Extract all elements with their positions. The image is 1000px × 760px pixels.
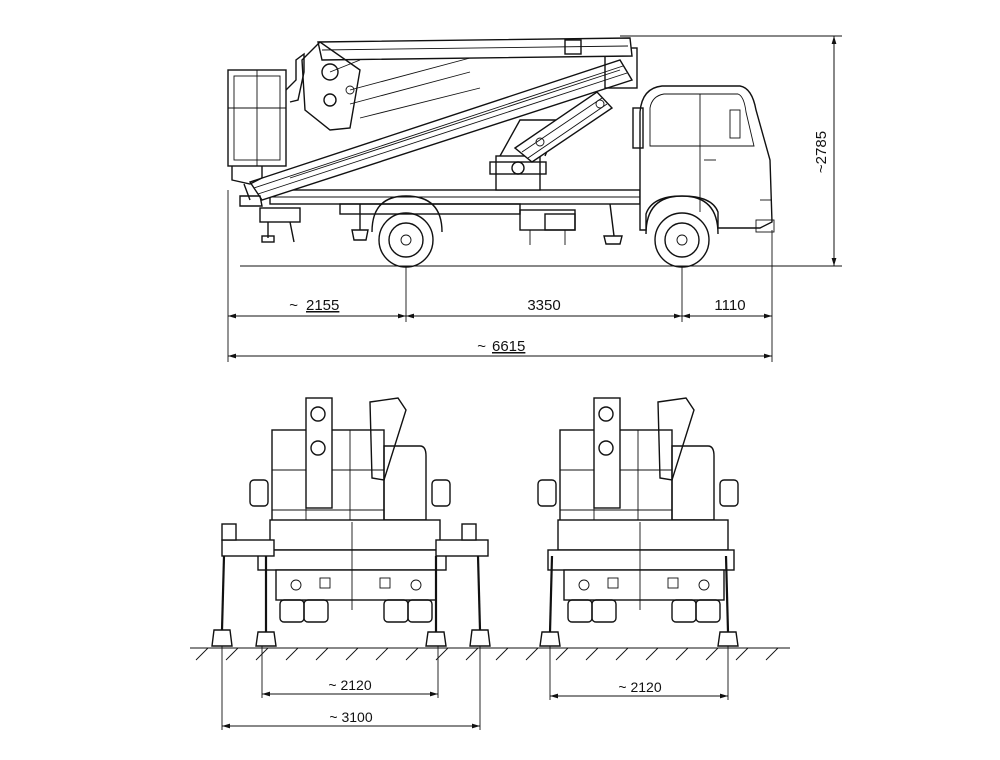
dim-height: ~2785	[813, 131, 830, 173]
lower-boom	[513, 91, 614, 163]
dim-track-right: ~ 2120	[618, 679, 661, 695]
telescopic-boom	[248, 47, 638, 201]
truck-cab	[632, 85, 775, 233]
front-wheel	[645, 195, 719, 268]
dim-outrigger-span: ~ 3100	[329, 709, 372, 725]
rear-view-extended: ~ 2120 ~ 3100	[190, 397, 790, 730]
ground-hatch-left	[195, 647, 509, 661]
side-view: ~ 2155 3350 1110 ~ 6615 ~2785	[227, 35, 842, 362]
rear-view-retracted: ~ 2120	[525, 397, 779, 700]
ground-hatch-right	[525, 647, 779, 661]
dim-rear-overhang: ~ 2155	[289, 297, 339, 314]
basket	[227, 52, 305, 207]
dim-total-length: ~ 6615	[477, 338, 525, 355]
side-dimensions	[227, 35, 842, 362]
rear-wheel	[371, 195, 443, 268]
svg-text:6615: 6615	[492, 338, 525, 355]
dim-front-overhang: 1110	[714, 297, 745, 314]
svg-text:~: ~	[289, 297, 298, 314]
rear-outriggers	[259, 203, 623, 245]
svg-text:2155: 2155	[306, 297, 339, 314]
jib-arm	[301, 37, 633, 131]
dim-wheelbase: 3350	[527, 297, 560, 314]
dim-track-left: ~ 2120	[328, 677, 371, 693]
chassis-frame	[269, 189, 641, 245]
svg-text:~: ~	[477, 338, 486, 355]
